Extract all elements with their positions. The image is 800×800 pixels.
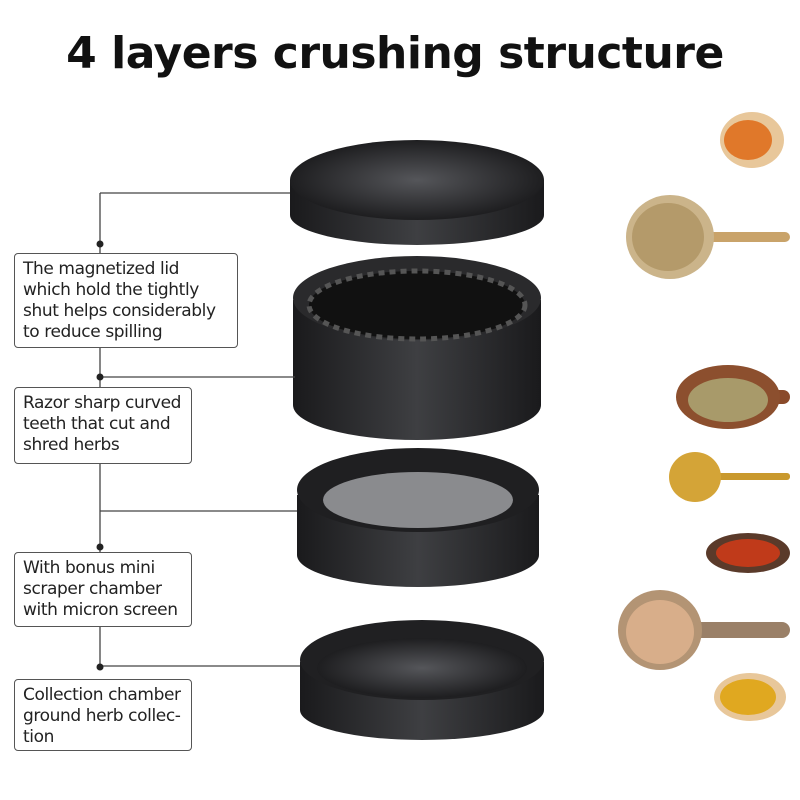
page-title: 4 layers crushing structure — [66, 28, 724, 79]
grinder-lid — [290, 140, 544, 245]
feature-box-screen: With bonus mini scraper chamber with mic… — [14, 552, 192, 627]
grinder-screen-chamber — [297, 448, 539, 587]
feature-box-lid: The magnetized lid which hold the tightl… — [14, 253, 238, 348]
grinder-teeth-layer — [293, 256, 541, 440]
connector-dots — [96, 240, 104, 671]
feature-box-teeth: Razor sharp curved teeth that cut and sh… — [14, 387, 192, 464]
grinder-collection-chamber — [300, 620, 544, 740]
spice-spoons — [618, 112, 790, 721]
feature-box-collection: Collection chamber ground herb collec-ti… — [14, 679, 192, 751]
